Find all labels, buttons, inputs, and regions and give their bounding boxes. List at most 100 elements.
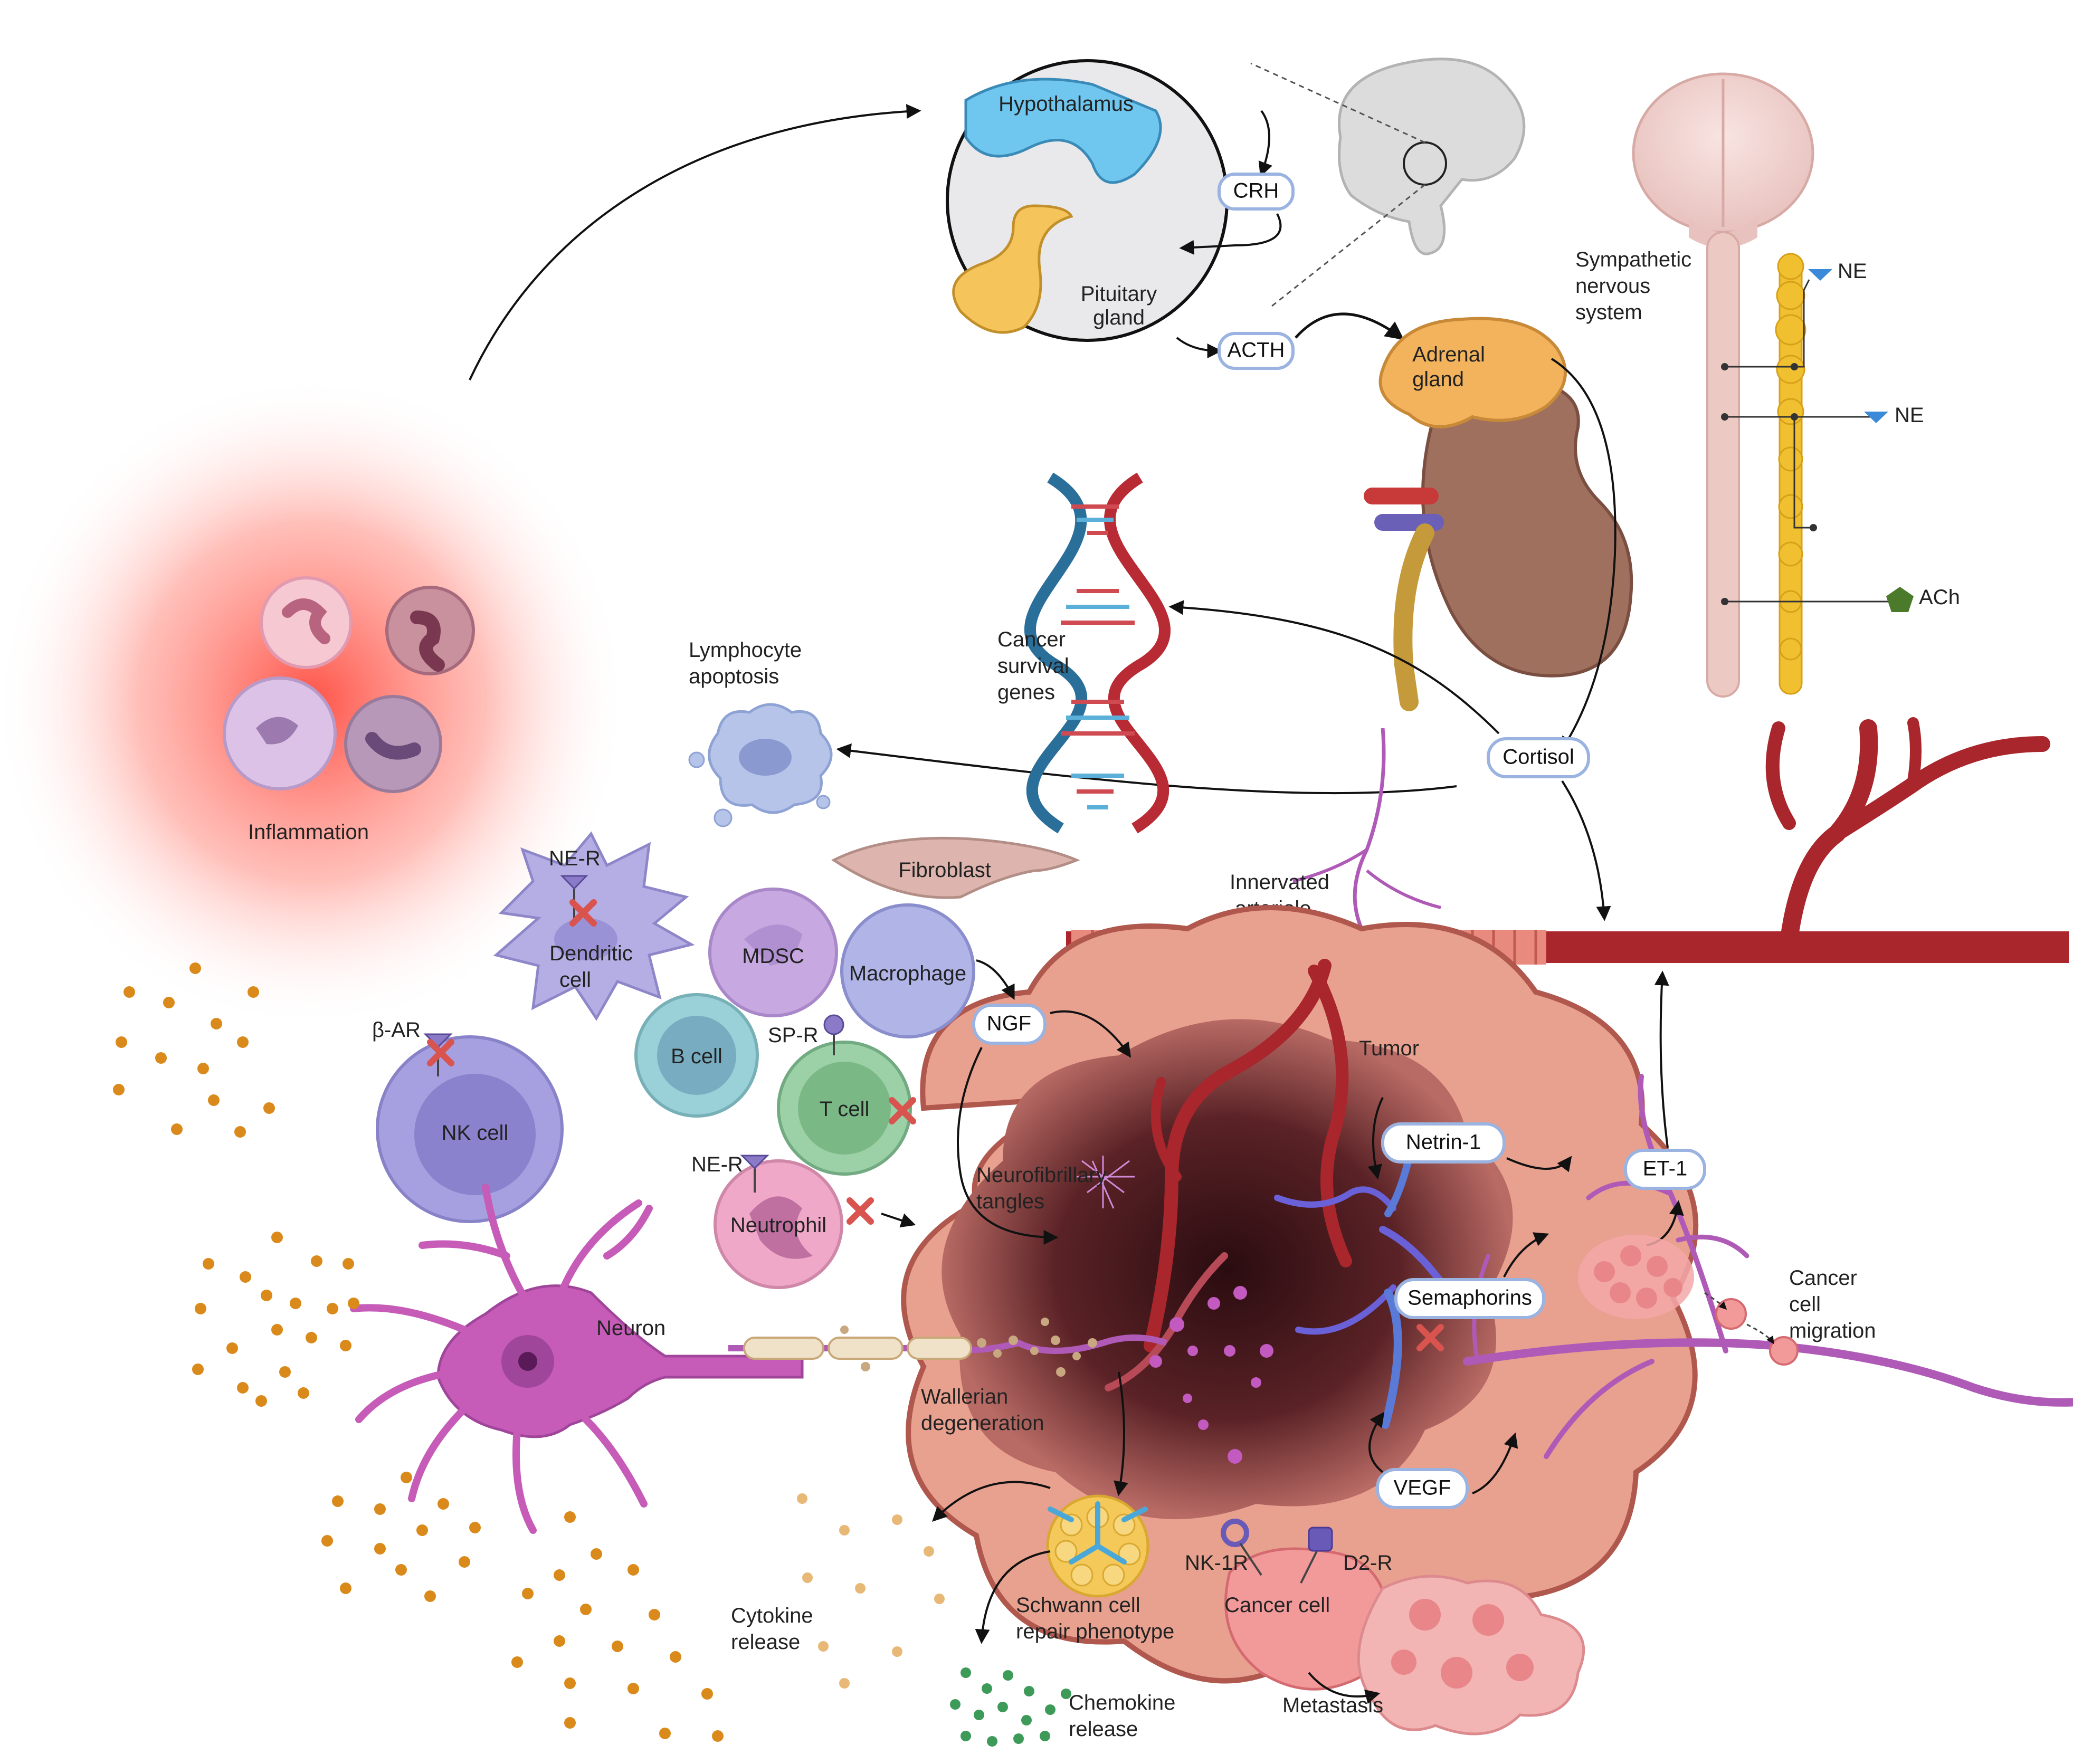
neutrophil-block-x xyxy=(847,1197,874,1225)
cytokine-line2: release xyxy=(731,1630,800,1654)
ne-label-top: NE xyxy=(1838,260,1867,283)
acth-pill xyxy=(1218,332,1295,370)
pituitary-label-line1: Pituitary xyxy=(1081,282,1157,306)
t-cell-block-x xyxy=(889,1097,916,1124)
migrating-cancer-cluster xyxy=(1578,1235,1799,1366)
neurofibrillary-line2: tangles xyxy=(976,1190,1044,1213)
chemokine-line2: release xyxy=(1069,1718,1138,1741)
pituitary-gland-shape xyxy=(952,204,1073,334)
sp-r-label: SP-R xyxy=(768,1024,819,1047)
cytokine-line1: Cytokine xyxy=(731,1604,813,1627)
neutrophil-label: Neutrophil xyxy=(730,1214,826,1237)
netrin-label: Netrin-1 xyxy=(1406,1131,1481,1154)
nk-cell-label: NK cell xyxy=(442,1121,509,1145)
wallerian-line1: Wallerian xyxy=(921,1385,1008,1408)
mdsc-label: MDSC xyxy=(742,945,804,968)
ne-label-mid: NE xyxy=(1895,404,1924,427)
neuron xyxy=(350,1184,1167,1534)
adrenal-gland-shape xyxy=(1378,317,1567,428)
ne-r-bottom-label: NE-R xyxy=(691,1153,743,1176)
inflammation-to-brain-arrow xyxy=(469,104,921,380)
fibroblast-label: Fibroblast xyxy=(898,859,991,882)
tumor-label: Tumor xyxy=(1359,1037,1419,1060)
crh-pill xyxy=(1218,173,1295,211)
brain-sagittal xyxy=(1250,58,1526,307)
sns-label-line1: Sympathetic xyxy=(1575,248,1691,271)
dendritic-label-line2: cell xyxy=(559,968,591,991)
cortisol-label: Cortisol xyxy=(1503,746,1574,769)
sns-label-line3: system xyxy=(1575,301,1642,324)
cortisol-to-genes-arrow xyxy=(1168,600,1500,735)
cortisol-pill xyxy=(1487,737,1590,778)
ngf-label: NGF xyxy=(987,1012,1031,1035)
ngf-pill xyxy=(972,1004,1047,1045)
cytokine-particles xyxy=(113,962,945,1742)
crh-label: CRH xyxy=(1233,179,1279,203)
cancer-genes-line2: survival xyxy=(997,654,1069,678)
acth-label: ACTH xyxy=(1228,339,1285,362)
schwann-line1: Schwann cell xyxy=(1016,1594,1140,1617)
kidney-adrenal: Adrenal gland xyxy=(1364,317,1633,711)
cancer-genes-line3: genes xyxy=(997,681,1055,704)
eosinophil-cell xyxy=(344,695,442,793)
lymphocyte-apoptosis-cell xyxy=(688,703,833,827)
ureter xyxy=(1393,523,1434,711)
ne-r-top-label: NE-R xyxy=(549,847,601,870)
tumor-mass xyxy=(901,905,1699,1684)
fibroblast-cell xyxy=(831,836,1080,899)
dendritic-label-line1: Dendritic xyxy=(549,942,633,965)
netrin-pill xyxy=(1381,1122,1506,1164)
metastasis-cluster xyxy=(1357,1575,1585,1736)
hypothalamus-shape xyxy=(964,78,1162,184)
ne-marker-mid xyxy=(1864,412,1888,423)
spinal-cord xyxy=(1706,231,1740,698)
cortisol-to-vessel-arrow xyxy=(1561,780,1611,921)
beta-ar-label: β-AR xyxy=(372,1018,421,1042)
inflammation-label: Inflammation xyxy=(248,821,369,844)
ach-label: ACh xyxy=(1919,586,1960,609)
sympathetic-nervous-system: Sympathetic nervous system NE NE ACh xyxy=(1575,72,1960,698)
ne-r-dendritic-block-x xyxy=(569,899,597,927)
t-cell-label: T cell xyxy=(820,1098,870,1121)
cancer-cell-label: Cancer cell xyxy=(1224,1594,1330,1617)
vegf-label: VEGF xyxy=(1394,1476,1451,1500)
neuron-label: Neuron xyxy=(596,1317,665,1340)
metastasis-label: Metastasis xyxy=(1282,1694,1383,1717)
inflammation-region: Inflammation xyxy=(0,375,628,1029)
schwann-cell xyxy=(1046,1494,1149,1598)
ne-marker-top xyxy=(1808,269,1832,281)
chemokine-line1: Chemokine xyxy=(1069,1691,1175,1714)
hpa-axis-inset: Hypothalamus Pituitary gland CRH xyxy=(946,59,1295,342)
nk1r-label: NK-1R xyxy=(1185,1551,1248,1575)
granulocyte-cell-1 xyxy=(260,576,353,669)
schwann-line2: repair phenotype xyxy=(1016,1620,1174,1643)
tumor-core xyxy=(942,1019,1513,1520)
lymph-apoptosis-line2: apoptosis xyxy=(689,665,779,688)
lymph-apoptosis-line1: Lymphocyte xyxy=(689,638,802,662)
semaphorin-block-x xyxy=(1416,1324,1444,1351)
cancer-migration-line1: Cancer xyxy=(1789,1266,1857,1290)
et1-pill xyxy=(1624,1149,1706,1190)
et1-label: ET-1 xyxy=(1643,1157,1687,1180)
acth-to-adrenal-arrow xyxy=(1295,312,1404,340)
hypothalamus-label: Hypothalamus xyxy=(999,92,1134,116)
semaphorins-label: Semaphorins xyxy=(1408,1286,1532,1310)
macrophage-label: Macrophage xyxy=(849,962,966,985)
b-cell-label: B cell xyxy=(671,1045,722,1068)
pituitary-label-line2: gland xyxy=(1093,306,1145,329)
cancer-genes-line1: Cancer xyxy=(997,628,1066,651)
cancer-migration-line2: cell xyxy=(1789,1293,1821,1316)
d2r-label: D2-R xyxy=(1343,1551,1392,1575)
macrophage-cell xyxy=(840,903,975,1038)
cancer-migration-line3: migration xyxy=(1789,1319,1876,1342)
ach-marker xyxy=(1886,587,1914,612)
dna-helix xyxy=(1024,472,1171,834)
sns-label-line2: nervous xyxy=(1575,274,1650,298)
chemokine-particles xyxy=(950,1667,1071,1747)
adrenal-label-line2: gland xyxy=(1412,368,1464,391)
wallerian-line2: degeneration xyxy=(921,1412,1044,1435)
adrenal-label-line1: Adrenal xyxy=(1412,343,1485,366)
neurofibrillary-line1: Neurofibrillary xyxy=(976,1164,1107,1187)
